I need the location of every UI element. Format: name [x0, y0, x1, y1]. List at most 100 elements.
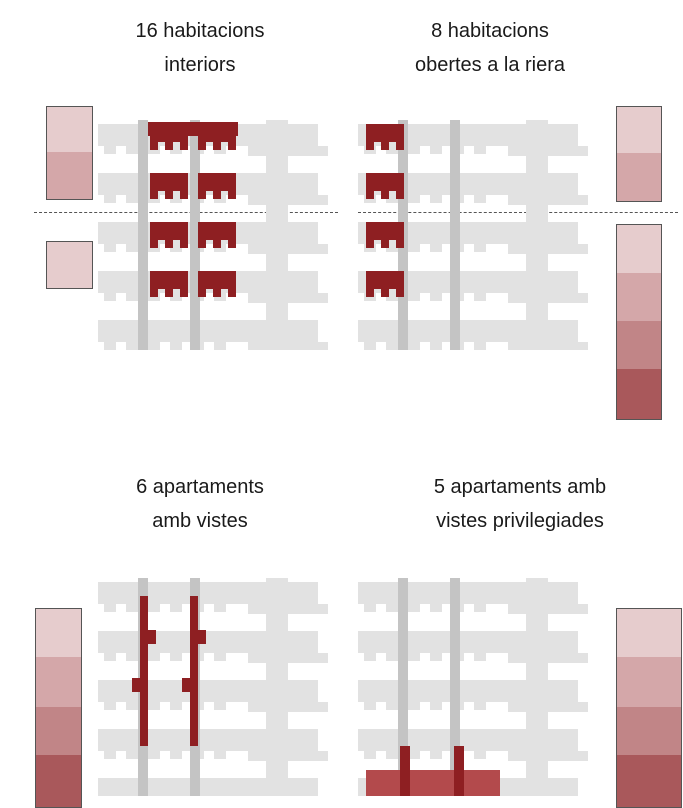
building-tooth: [408, 751, 420, 759]
building-tooth: [386, 342, 398, 350]
building-tooth: [386, 653, 398, 661]
building-tooth: [408, 195, 420, 203]
caption-line: amb vistes: [152, 510, 248, 532]
room-tooth: [396, 142, 404, 150]
room-tooth: [198, 191, 206, 199]
apartment-band: [366, 770, 500, 796]
room-tooth: [150, 142, 158, 150]
room-tooth: [213, 142, 221, 150]
room-tooth: [396, 289, 404, 297]
building-tooth: [126, 751, 138, 759]
corridor: [450, 120, 460, 350]
building-block: [98, 680, 318, 702]
apartment-strip: [190, 596, 198, 746]
building-spine: [266, 120, 288, 350]
floor-divider-line: [358, 212, 678, 213]
building-tooth: [364, 702, 376, 710]
building-tooth: [148, 342, 160, 350]
room-tooth: [366, 240, 374, 248]
room-tooth: [165, 240, 173, 248]
building-tooth: [474, 604, 486, 612]
building-tooth: [474, 244, 486, 252]
building-tooth: [386, 751, 398, 759]
apartment-notch: [198, 630, 206, 644]
building-tooth: [104, 293, 116, 301]
building-spine: [266, 578, 288, 796]
room-tooth: [381, 240, 389, 248]
room: [198, 173, 236, 191]
room-tooth: [381, 191, 389, 199]
building-block: [98, 582, 318, 604]
building-tooth: [386, 293, 398, 301]
building-block: [358, 582, 578, 604]
room-tooth: [198, 289, 206, 297]
caption-line: 16 habitacions: [135, 20, 265, 42]
room-tooth: [228, 240, 236, 248]
corridor: [398, 578, 408, 796]
room-tooth: [180, 142, 188, 150]
building-tooth: [364, 751, 376, 759]
building-tooth: [126, 653, 138, 661]
building-tooth: [214, 702, 226, 710]
building-tooth: [170, 604, 182, 612]
building-tooth: [430, 751, 442, 759]
caption-8-habitacions-riera: 8 habitacions obertes a la riera: [390, 14, 590, 82]
building-tooth: [170, 751, 182, 759]
building-tooth: [430, 342, 442, 350]
room-tooth: [381, 142, 389, 150]
caption-line: 5 apartaments amb: [433, 476, 607, 498]
shade-swatch-bottom-right: [616, 608, 682, 808]
apartment-strip: [140, 596, 148, 746]
shade-swatch-bottom-left: [35, 608, 82, 808]
building-tooth: [104, 342, 116, 350]
building-tooth: [474, 195, 486, 203]
room-tooth: [228, 142, 236, 150]
room: [366, 124, 404, 142]
building-tooth: [170, 342, 182, 350]
caption-5-apartaments-privilegiades: 5 apartaments amb vistes privilegiades: [395, 470, 645, 538]
room: [198, 222, 236, 240]
building-block: [358, 173, 578, 195]
apartment-notch: [148, 630, 156, 644]
building-tooth: [386, 195, 398, 203]
building-block: [358, 631, 578, 653]
building-tooth: [170, 702, 182, 710]
room: [366, 222, 404, 240]
building-tooth: [214, 342, 226, 350]
room-tooth: [198, 240, 206, 248]
apartment-stem: [454, 746, 464, 796]
room-tooth: [150, 240, 158, 248]
room-tooth: [381, 289, 389, 297]
room: [150, 271, 188, 289]
building-tooth: [408, 604, 420, 612]
building-tooth: [104, 653, 116, 661]
building-tooth: [126, 146, 138, 154]
floor-plan-bottom-right: [358, 578, 588, 796]
building-tooth: [170, 653, 182, 661]
room-tooth: [198, 142, 206, 150]
apartment-stem: [400, 746, 410, 796]
room-tooth: [180, 191, 188, 199]
room-tooth: [396, 191, 404, 199]
building-tooth: [386, 604, 398, 612]
building-tooth: [430, 702, 442, 710]
corridor: [138, 120, 148, 350]
room-tooth: [228, 191, 236, 199]
building-tooth: [474, 342, 486, 350]
room-tooth: [213, 191, 221, 199]
caption-16-habitacions-interiors: 16 habitacions interiors: [110, 14, 290, 82]
building-tooth: [408, 342, 420, 350]
building-block: [98, 778, 318, 796]
room-tooth: [366, 191, 374, 199]
caption-line: 8 habitacions: [431, 20, 549, 42]
building-tooth: [170, 244, 182, 252]
building-spine: [526, 120, 548, 350]
building-tooth: [104, 604, 116, 612]
building-tooth: [430, 293, 442, 301]
building-tooth: [430, 244, 442, 252]
room-tooth: [366, 142, 374, 150]
floor-plan-top-right: [358, 120, 588, 350]
building-tooth: [364, 604, 376, 612]
building-tooth: [170, 293, 182, 301]
building-tooth: [104, 195, 116, 203]
